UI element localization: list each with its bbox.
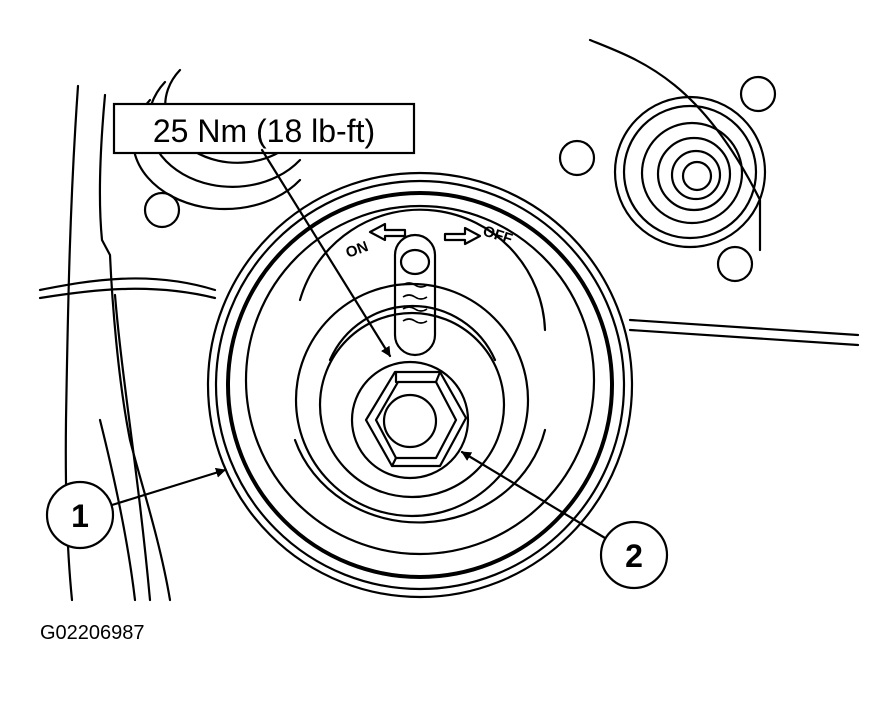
callout-1-balloon xyxy=(45,480,115,550)
right-fitting xyxy=(613,95,767,249)
callout-2-number: 2 xyxy=(625,538,643,574)
callout-2-balloon xyxy=(599,520,669,590)
on-direction-arrow-icon xyxy=(368,222,407,242)
off-direction-arrow-icon xyxy=(443,226,482,246)
torque-callout-box xyxy=(112,102,416,155)
bolt-hole-center xyxy=(558,139,596,177)
filter-cover xyxy=(206,171,634,599)
bolt-hole-top-right xyxy=(739,75,777,113)
torque-leader-arrow xyxy=(260,148,392,358)
switch-off-label: OFF xyxy=(481,223,515,248)
bolt-hole-left xyxy=(143,191,181,229)
switch-slot xyxy=(393,233,437,357)
hex-nut xyxy=(350,360,470,480)
callout-1-number: 1 xyxy=(71,498,89,534)
bolt-hole-bottom-right xyxy=(716,245,754,283)
torque-spec-text: 25 Nm (18 lb-ft) xyxy=(153,113,375,149)
housing-outline xyxy=(38,38,860,602)
callout-1-leader-arrow xyxy=(110,467,227,507)
switch-on-label: ON xyxy=(344,238,371,262)
callout-2-leader-arrow xyxy=(460,450,607,540)
figure-id: G02206987 xyxy=(40,622,145,644)
